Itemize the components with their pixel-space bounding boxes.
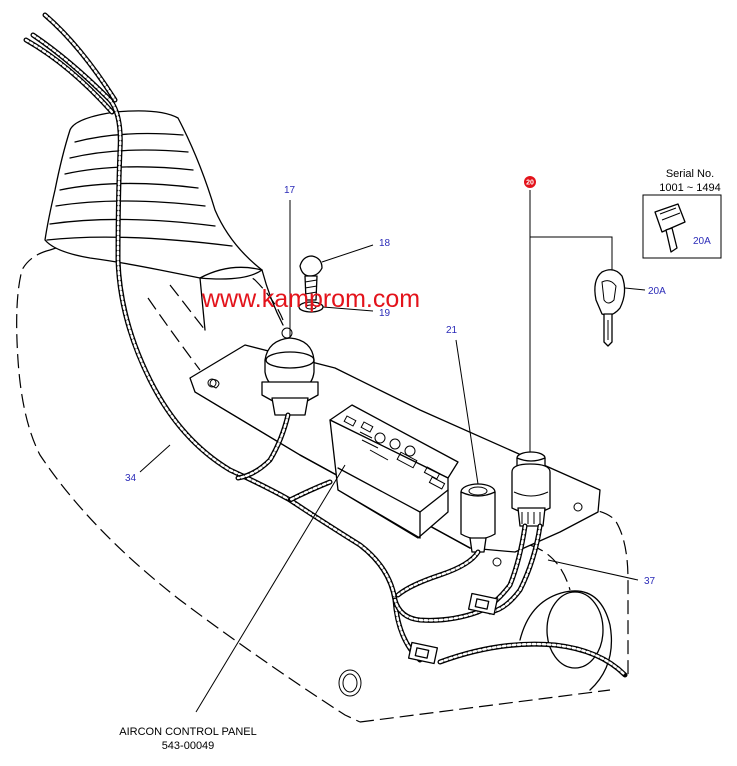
callout-21: 21 xyxy=(446,325,458,336)
callout-17: 17 xyxy=(284,185,296,196)
callout-19: 19 xyxy=(379,308,391,319)
key-20a xyxy=(594,269,626,347)
caption-title: AIRCON CONTROL PANEL xyxy=(119,726,257,738)
callout-20: 20 xyxy=(526,180,534,187)
caption-part-number: 543-00049 xyxy=(162,740,215,752)
callout-20-badge: 20 xyxy=(524,176,536,188)
callout-37: 37 xyxy=(644,576,656,587)
callout-20a-inset: 20A xyxy=(693,236,711,247)
wire-harness xyxy=(23,12,628,678)
callout-34: 34 xyxy=(125,473,137,484)
switch-17 xyxy=(261,337,319,416)
serial-inset xyxy=(642,194,722,259)
joystick-boot xyxy=(44,110,284,331)
key-old-style xyxy=(654,203,686,253)
callout-20a-key: 20A xyxy=(648,286,666,297)
aircon-control-panel xyxy=(329,404,459,539)
leader-lines xyxy=(139,190,646,713)
callout-18: 18 xyxy=(379,238,391,249)
starter-switch-20 xyxy=(511,451,551,527)
serial-title: Serial No. xyxy=(666,168,714,180)
serial-range: 1001 ~ 1494 xyxy=(659,182,720,194)
cigar-lighter-21 xyxy=(460,483,496,553)
watermark: www.kamprom.com xyxy=(201,285,420,313)
screw-18 xyxy=(299,255,323,301)
